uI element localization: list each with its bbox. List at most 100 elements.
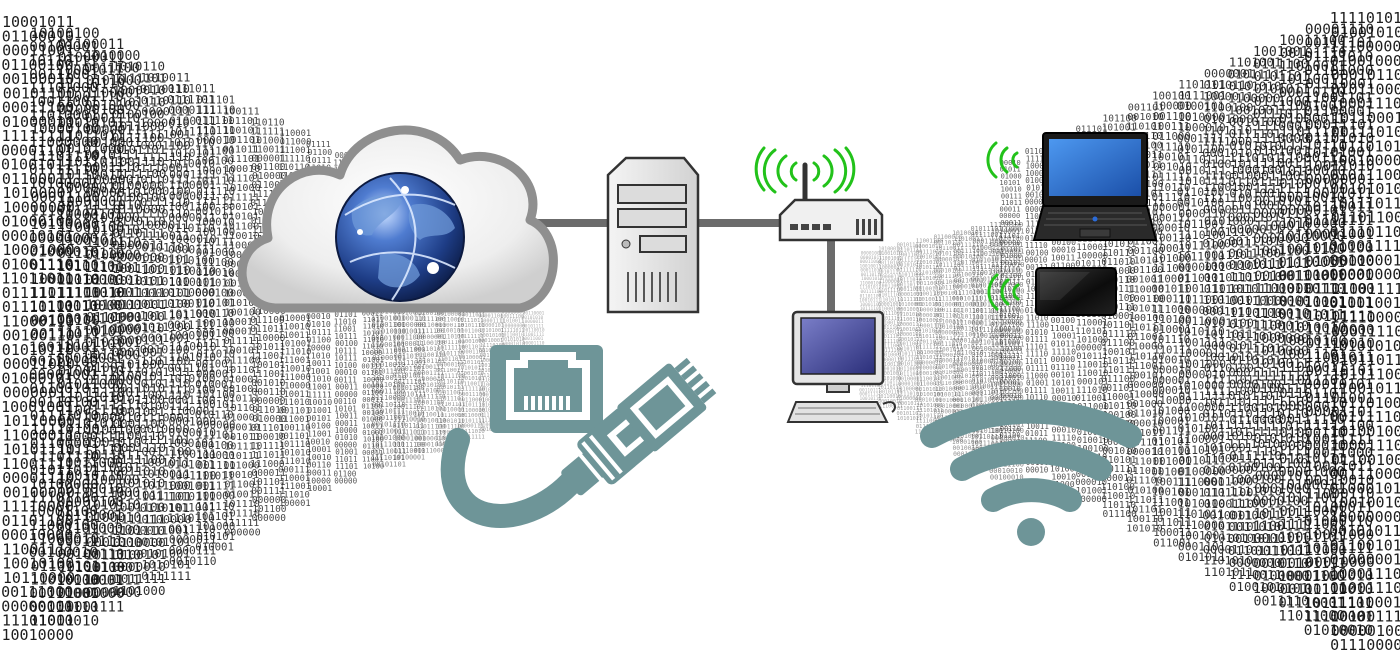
binary-digit-row: 01101100 <box>1305 282 1374 298</box>
binary-digit-row: 1100100 <box>1203 180 1253 194</box>
binary-digit-row: 1100010 <box>1255 220 1311 235</box>
monitor-screen <box>800 317 876 375</box>
binary-digit-row: 0011110 <box>1254 595 1310 610</box>
binary-digit-row: 10100 <box>363 462 384 470</box>
binary-digit-row: 11000011 <box>2 426 74 444</box>
binary-digit-row: 11011101 <box>1280 373 1346 389</box>
binary-digit-row: 00101100 <box>3 84 75 102</box>
binary-digit-row: 0010000 <box>85 324 141 339</box>
binary-digit-row: 01011000 <box>1330 80 1400 98</box>
binary-digit-row: 10000011 <box>58 181 124 197</box>
binary-digit-row: 10001001 <box>1 398 73 416</box>
binary-digit-row: 10111 <box>334 346 357 355</box>
binary-digit-row: 00010000 <box>1306 555 1375 571</box>
binary-digit-row: 0011001 <box>1253 170 1309 185</box>
binary-digit-row: 000001 <box>196 368 235 381</box>
binary-digit-row: 0011001 <box>140 524 190 538</box>
binary-digit-row: 110111 <box>196 236 235 249</box>
binary-digit-row: 00100000 <box>3 483 75 501</box>
binary-digit-row: 111011 <box>195 469 234 482</box>
binary-digit-row: 000110 <box>196 307 235 320</box>
binary-digit-row: 0100000 <box>112 178 165 193</box>
binary-digit-row: 1110010 <box>1254 307 1310 322</box>
binary-digit-row: 01100011 <box>58 37 124 53</box>
binary-digit-row: 0000011 <box>168 211 216 224</box>
binary-digit-row: 11010 <box>363 323 384 331</box>
binary-digit-row: 00011101 <box>57 312 123 328</box>
binary-digit-row: 0111100 <box>1253 57 1309 72</box>
binary-digit-row: 100100 <box>225 307 261 318</box>
binary-digit-row: 00100010 <box>29 545 98 561</box>
binary-digit-row: 0110110 <box>167 222 215 235</box>
binary-digit-row: 00010 <box>335 368 358 377</box>
binary-digit-row: 1101001 <box>1229 198 1282 213</box>
binary-digit-row: 0100011 <box>1202 237 1252 251</box>
binary-digit-row: 0110100 <box>1204 361 1254 375</box>
binary-digit-row: 110010 <box>223 231 259 242</box>
binary-digit-row: 0001010 <box>1202 146 1252 160</box>
binary-digit-row: 000010 <box>196 134 235 147</box>
binary-digit-row: 01000010 <box>2 113 74 131</box>
binary-digit-row: 0011111 <box>167 319 215 332</box>
binary-digit-row: 01101010 <box>1305 131 1374 147</box>
binary-digit-row: 1011001 <box>85 286 141 301</box>
binary-digit-row: 10101 <box>363 329 384 337</box>
binary-digit-row: 11101001 <box>2 612 74 630</box>
binary-digit-row: 001101 <box>279 407 311 417</box>
binary-digit-row: 0010100 <box>1229 114 1282 129</box>
binary-digit-row: 10110000 <box>3 569 75 587</box>
binary-digit-row: 010000 <box>252 171 287 182</box>
binary-digit-row: 101000 <box>197 520 236 533</box>
binary-digit-row: 00110011 <box>1279 268 1345 284</box>
binary-digit-row: 01101011 <box>58 416 124 432</box>
binary-digit-row: 00010101 <box>1 227 73 245</box>
binary-digit-row: 10111101 <box>57 338 123 354</box>
binary-digit-row: 1000000 <box>1253 332 1309 347</box>
binary-digit-row: 00101011 <box>1329 522 1400 540</box>
binary-digit-row: 0001111 <box>169 169 217 182</box>
binary-digit-row: 1010110 <box>167 136 215 149</box>
binary-digit-row: 11000110 <box>2 312 74 330</box>
binary-digit-row: 00111011 <box>30 327 99 343</box>
binary-digit-row: 111110 <box>196 500 235 513</box>
binary-digit-row: 01101000 <box>1304 63 1373 79</box>
binary-digit-row: 110000 <box>223 240 259 251</box>
binary-digit-row: 10101111 <box>1306 309 1375 325</box>
binary-digit-row: 0101111 <box>1228 67 1281 82</box>
binary-digit-row: 0000000 <box>112 249 165 264</box>
binary-digit-row: 0101100 <box>1204 316 1254 330</box>
binary-digit-row: 1110011 <box>1253 157 1309 172</box>
binary-digit-row: 0111101 <box>167 93 215 106</box>
binary-digit-row: 0111110 <box>1229 317 1282 332</box>
binary-digit-row: 10000111 <box>57 429 123 445</box>
binary-digit-row: 101100 <box>197 388 236 401</box>
binary-digit-row: 1011111 <box>1228 424 1281 439</box>
binary-digit-row: 0110111 <box>140 173 190 187</box>
binary-digit-row: 11010000 <box>57 272 123 288</box>
binary-digit-row: 11110011 <box>30 299 99 315</box>
binary-digit-row: 00110111 <box>1280 582 1346 598</box>
binary-digit-row: 010101 <box>197 530 236 543</box>
binary-digit-row: 10111 <box>307 327 332 337</box>
binary-digit-row: 1010101 <box>141 558 191 572</box>
binary-digit-row: 1011001 <box>85 561 141 576</box>
binary-digit-row: 1111110 <box>1253 395 1309 410</box>
binary-digit-row: 0101101 <box>141 241 191 255</box>
binary-digit-row: 1101110 <box>1202 123 1252 137</box>
binary-digit-row: 1000011 <box>140 218 190 232</box>
binary-digit-row: 11011 <box>363 316 384 324</box>
binary-digit-row: 10100001 <box>57 573 123 589</box>
binary-digit-row: 11101 <box>335 462 358 471</box>
binary-digit-row: 00111100 <box>29 354 98 370</box>
binary-digit-row: 11000111 <box>1279 151 1345 167</box>
binary-digit-row: 0101011 <box>168 459 216 472</box>
binary-digit-row: 110010 <box>278 323 310 333</box>
binary-digit-row: 10011000 <box>1305 528 1374 544</box>
binary-digit-row: 10100011 <box>1278 478 1344 494</box>
binary-digit-row: 110011 <box>251 144 286 155</box>
binary-digit-row: 10101111 <box>1304 541 1373 557</box>
binary-digit-row: 1011010 <box>169 308 217 321</box>
binary-digit-row: 1011110 <box>85 549 141 564</box>
binary-digit-row: 011111 <box>223 193 259 204</box>
binary-digit-row: 000100 <box>195 439 234 452</box>
